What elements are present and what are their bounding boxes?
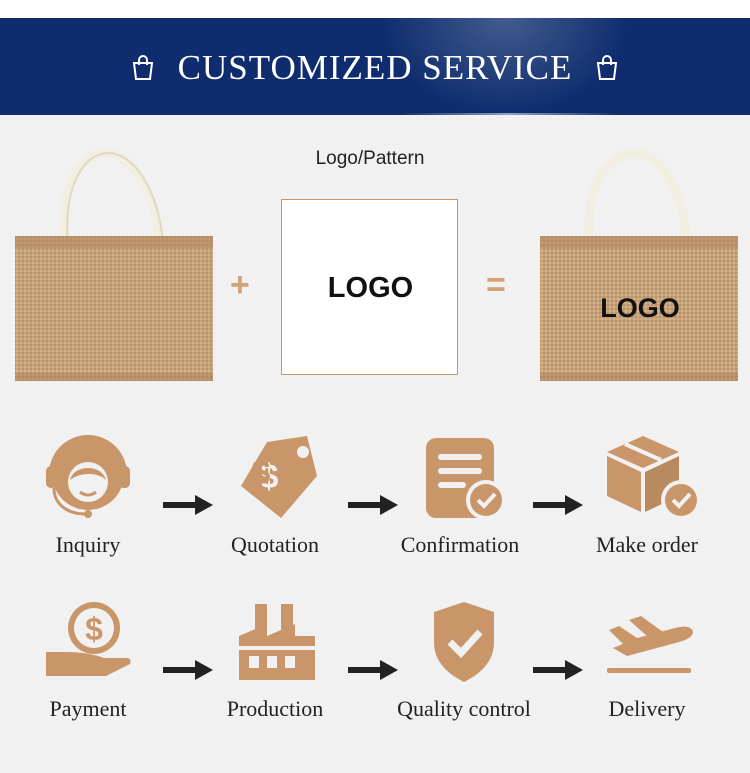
price-tag-icon: $ $ (241, 436, 317, 518)
arrow-right-icon (348, 660, 398, 680)
headset-agent-icon (46, 435, 130, 518)
step-label: Confirmation (400, 532, 520, 557)
step-label: Delivery (608, 696, 686, 721)
step-label: Quotation (231, 532, 319, 557)
step-label: Make order (595, 532, 698, 557)
step-production: Production (195, 596, 355, 731)
step-quality-control: Quality control (384, 596, 544, 731)
top-strip (0, 0, 750, 18)
arrow-right-icon (533, 495, 583, 515)
shield-check-icon (434, 602, 494, 682)
svg-text:$: $ (252, 454, 271, 492)
step-label: Quality control (397, 696, 531, 721)
equals-sign: = (486, 266, 506, 304)
svg-text:$: $ (85, 611, 103, 647)
step-label: Payment (49, 696, 127, 721)
custom-bag-result: LOGO (535, 148, 745, 388)
step-confirmation: Confirmation (380, 430, 540, 565)
plus-sign: + (230, 266, 250, 304)
step-quotation: $ $ Quotation (195, 430, 355, 565)
arrow-right-icon (348, 495, 398, 515)
shopping-bag-icon (132, 55, 154, 80)
jute-bag-image (15, 148, 213, 381)
step-payment: $ Payment (8, 596, 168, 731)
jute-bag-image (540, 148, 738, 381)
banner-glow (380, 18, 630, 115)
arrow-right-icon (533, 660, 583, 680)
step-label: Production (226, 696, 324, 721)
header-banner: CUSTOMIZED SERVICE (0, 18, 750, 115)
bag-logo-text: LOGO (600, 293, 680, 323)
box-check-icon (607, 436, 701, 520)
airplane-icon (607, 616, 693, 673)
arrow-right-icon (163, 495, 213, 515)
logo-box: LOGO (281, 199, 458, 375)
logo-box-text: LOGO (327, 272, 414, 304)
logo-pattern-caption: Logo/Pattern (315, 148, 425, 169)
banner-shine (400, 113, 620, 115)
svg-text:$: $ (260, 458, 279, 496)
document-check-icon (426, 438, 506, 520)
hand-coin-icon: $ (46, 602, 131, 676)
banner-title: CUSTOMIZED SERVICE (177, 48, 573, 87)
factory-icon (239, 604, 315, 680)
step-label: Inquiry (55, 532, 121, 557)
step-delivery: Delivery (567, 596, 727, 731)
shopping-bag-icon (596, 55, 618, 80)
step-make-order: Make order (567, 430, 727, 565)
step-inquiry: Inquiry (8, 430, 168, 565)
arrow-right-icon (163, 660, 213, 680)
